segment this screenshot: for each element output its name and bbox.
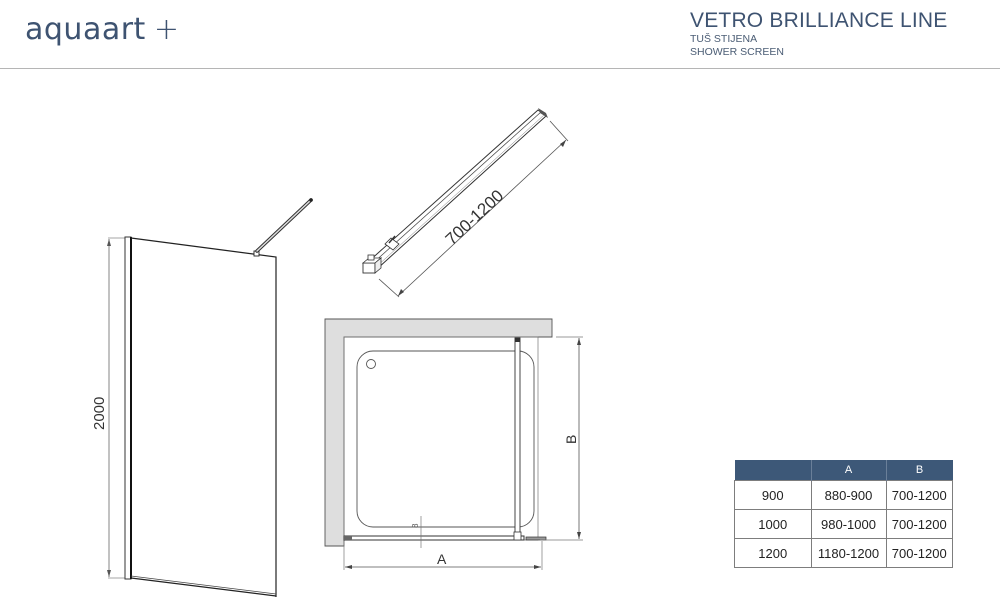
cell-b: 700-1200 [885,480,953,510]
table-row: 1000 980-1000 700-1200 [734,509,953,539]
col-header-size [734,460,811,481]
logo-plus: + [153,12,180,47]
cell-b: 700-1200 [885,538,953,568]
header-divider [0,68,1000,69]
cell-size: 900 [734,480,812,510]
subtitle-hr: TUŠ STIJENA [690,33,758,45]
cell-a: 880-900 [810,480,887,510]
glass-thickness-label: 8 [411,523,420,528]
col-header-b: B [885,460,953,481]
brand-logo: aquaart+ [25,12,179,47]
cell-b: 700-1200 [885,509,953,539]
panel-height-label: 2000 [91,397,108,430]
plan-view: 8 B A [324,318,583,570]
subtitle-en: SHOWER SCREEN [690,46,784,58]
cell-size: 1000 [734,509,812,539]
cell-size: 1200 [734,538,812,568]
cell-a: 980-1000 [810,509,887,539]
size-spec-table: A B 900 880-900 700-1200 1000 980-1000 7… [734,460,953,568]
col-header-a: A [810,460,886,481]
table-header-row: A B [734,460,953,481]
plan-width-label: A [437,551,447,567]
cell-a: 1180-1200 [810,538,887,568]
panel-elevation: 2000 [91,198,313,597]
title-block: VETRO BRILLIANCE LINE TUŠ STIJENA SHOWER… [690,9,947,59]
product-title: VETRO BRILLIANCE LINE [690,9,948,32]
plan-depth-label: B [563,435,579,444]
table-row: 900 880-900 700-1200 [734,480,953,510]
table-row: 1200 1180-1200 700-1200 [734,538,953,568]
support-bar-detail: 700-1200 [361,108,569,298]
logo-text: aquaart [25,12,146,47]
